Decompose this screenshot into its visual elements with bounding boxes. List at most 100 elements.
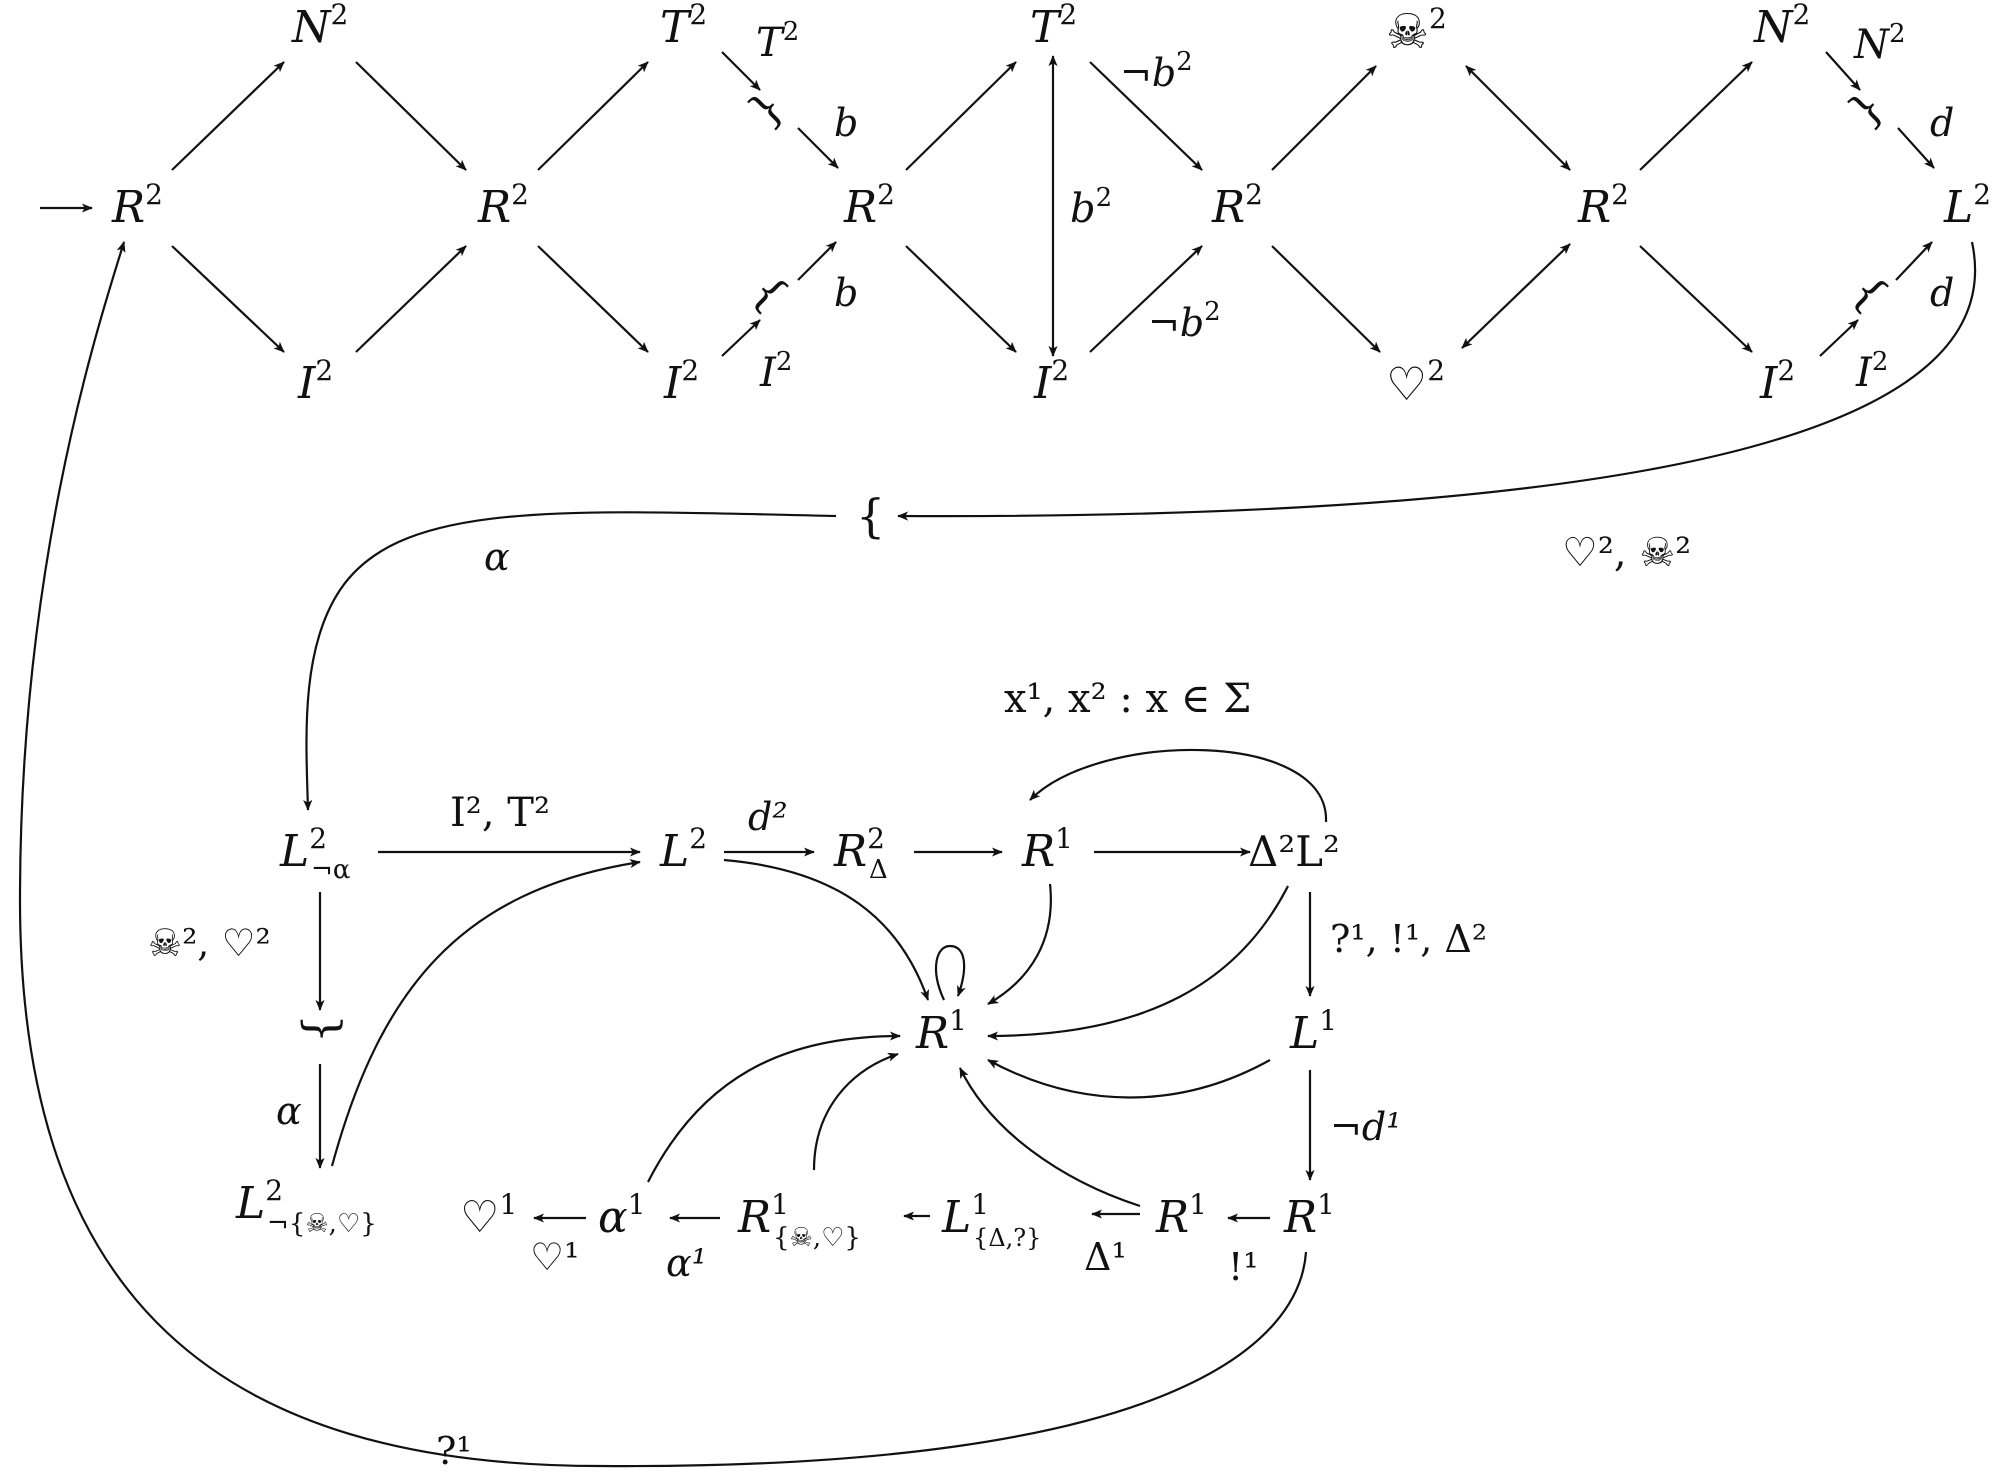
label-bang1: !¹ bbox=[1228, 1245, 1259, 1289]
edge-t2-brace bbox=[721, 51, 761, 91]
brace-upper-left: } bbox=[739, 81, 795, 137]
label-b2-vertical: b2 bbox=[1070, 183, 1112, 232]
node-l1-delta-q: L1{Δ,?} bbox=[941, 1188, 1041, 1252]
edge-r2-t2 bbox=[537, 61, 649, 171]
edge-delta2l2-r1center bbox=[987, 885, 1289, 1041]
brace-top-node: { bbox=[856, 489, 885, 543]
edge-r2-n2 bbox=[171, 61, 285, 171]
node-r1-mid: R1 bbox=[1155, 1188, 1207, 1243]
edge-r2-i2c bbox=[905, 245, 1017, 353]
edge-brace-l2b bbox=[1895, 241, 1933, 281]
edge-l1-r1center bbox=[987, 1059, 1271, 1099]
bottom-edges bbox=[315, 748, 1328, 1223]
node-i2-third: I2 bbox=[1033, 354, 1069, 409]
connector-edges bbox=[18, 241, 1977, 1468]
label-alpha-left: α bbox=[276, 1089, 302, 1133]
edge-alpha1-r1center bbox=[647, 1031, 901, 1183]
edge-skull-r2d bbox=[1465, 65, 1571, 171]
edge-r1center-selfloop bbox=[935, 944, 966, 1001]
node-l1-right: L1 bbox=[1289, 1004, 1337, 1059]
edge-brace-l2 bbox=[1897, 127, 1935, 169]
node-n2: N2 bbox=[291, 0, 348, 53]
edge-r2-skull bbox=[1271, 65, 1377, 171]
node-alpha1: α1 bbox=[598, 1188, 646, 1243]
label-heart-skull: ♡², ☠² bbox=[1562, 530, 1691, 576]
brace-upper-right: } bbox=[1839, 81, 1895, 137]
edge-r1-r2-start bbox=[18, 241, 1308, 1468]
label-alpha1: α¹ bbox=[666, 1241, 707, 1285]
edge-brace-l2na bbox=[303, 511, 837, 811]
label-skull-heart-left: ☠², ♡² bbox=[148, 921, 271, 965]
label-notb2-lower: ¬b2 bbox=[1148, 297, 1221, 345]
node-n2-edge-label: N2 bbox=[1853, 19, 1906, 68]
node-i2-right-edge-label: I2 bbox=[1855, 347, 1888, 396]
edge-l2nsh-l2 bbox=[330, 859, 641, 1167]
node-t2-third: T2 bbox=[1030, 0, 1077, 53]
node-r2-start: R2 bbox=[111, 178, 163, 233]
top-row-edges bbox=[40, 51, 1935, 357]
edge-loop-delta2l2-r1 bbox=[1029, 748, 1328, 823]
node-skull2: ☠2 bbox=[1386, 2, 1447, 60]
node-i2-second: I2 bbox=[663, 354, 699, 409]
node-r1-skull-heart: R1{☠,♡} bbox=[737, 1188, 861, 1253]
label-b-upper: b bbox=[834, 101, 858, 145]
middle-labels: { ♡², ☠² α bbox=[484, 489, 1691, 579]
edge-r2-heart bbox=[1271, 245, 1381, 353]
label-alpha-top: α bbox=[484, 535, 510, 579]
node-n2-right: N2 bbox=[1753, 0, 1810, 53]
label-heart1: ♡¹ bbox=[530, 1235, 579, 1279]
brace-mid-node: } bbox=[297, 1014, 351, 1043]
edge-r2d-n2 bbox=[1639, 61, 1753, 171]
edge-heart-r2d bbox=[1461, 243, 1571, 349]
label-b-lower: b bbox=[834, 271, 858, 315]
label-notb2-upper: ¬b2 bbox=[1120, 47, 1193, 95]
edge-brace-r2b bbox=[797, 241, 837, 281]
node-r1-center-top: R1 bbox=[1021, 822, 1073, 877]
label-d-lower: d bbox=[1930, 271, 1954, 315]
node-heart2: ♡2 bbox=[1386, 354, 1445, 411]
edge-i2-brace-b bbox=[1819, 319, 1859, 357]
top-row-nodes: R2 N2 I2 R2 T2 I2 T2 I2 } } b b R2 T2 I2… bbox=[111, 0, 1991, 411]
node-l2-not-alpha: L2¬α bbox=[279, 822, 350, 885]
node-r2-fourth: R2 bbox=[1211, 178, 1263, 233]
label-not-d1: ¬d¹ bbox=[1330, 1105, 1401, 1149]
edge-brace-r2 bbox=[797, 127, 839, 169]
edge-r1sh-r1center bbox=[812, 1052, 899, 1171]
node-i2-edge-label: I2 bbox=[759, 347, 792, 396]
node-delta2-l2: Δ²L² bbox=[1248, 827, 1340, 876]
label-delta1: Δ¹ bbox=[1084, 1235, 1127, 1279]
node-l2-not-skull-heart: L2¬{☠,♡} bbox=[235, 1174, 377, 1239]
label-q1: ?¹ bbox=[436, 1429, 472, 1473]
edge-r1mid-r1center bbox=[959, 1067, 1141, 1208]
label-i2-t2: I², T² bbox=[450, 790, 550, 836]
node-r1-center: R1 bbox=[915, 1004, 967, 1059]
heart-icon: ♡ bbox=[460, 1192, 499, 1243]
node-r1-right: R1 bbox=[1283, 1188, 1335, 1243]
label-d2: d² bbox=[748, 795, 788, 839]
edge-r1c-r1center bbox=[987, 883, 1052, 1005]
node-i2: I2 bbox=[297, 354, 333, 409]
heart-icon: ♡ bbox=[1386, 357, 1427, 411]
edge-r2d-i2 bbox=[1639, 245, 1753, 353]
edge-l2-r1center bbox=[723, 858, 930, 1001]
node-l2-right: L2 bbox=[1943, 178, 1991, 233]
node-r2-second: R2 bbox=[477, 178, 529, 233]
edge-i2-r2c bbox=[1089, 245, 1203, 353]
label-q-bang-delta: ?¹, !¹, Δ² bbox=[1330, 917, 1487, 961]
brace-lower-right: } bbox=[1840, 267, 1896, 323]
edge-i2-brace bbox=[721, 319, 761, 357]
edge-t2-r2c bbox=[1089, 61, 1203, 171]
edge-r2-i2 bbox=[171, 245, 285, 353]
node-l2-center: L2 bbox=[659, 822, 707, 877]
node-r2-fifth: R2 bbox=[1577, 178, 1629, 233]
node-i2-right: I2 bbox=[1759, 354, 1795, 409]
edge-n2-brace bbox=[1825, 51, 1861, 91]
edge-r2-t2b bbox=[905, 61, 1017, 171]
bottom-nodes: L2¬α ☠², ♡² } α L2¬{☠,♡} I², T² L2 d² R2… bbox=[148, 676, 1487, 1473]
edge-r2-i2b bbox=[537, 245, 649, 353]
skull-icon: ☠ bbox=[1386, 4, 1429, 60]
label-sigma: x¹, x² : x ∈ Σ bbox=[1004, 676, 1251, 722]
